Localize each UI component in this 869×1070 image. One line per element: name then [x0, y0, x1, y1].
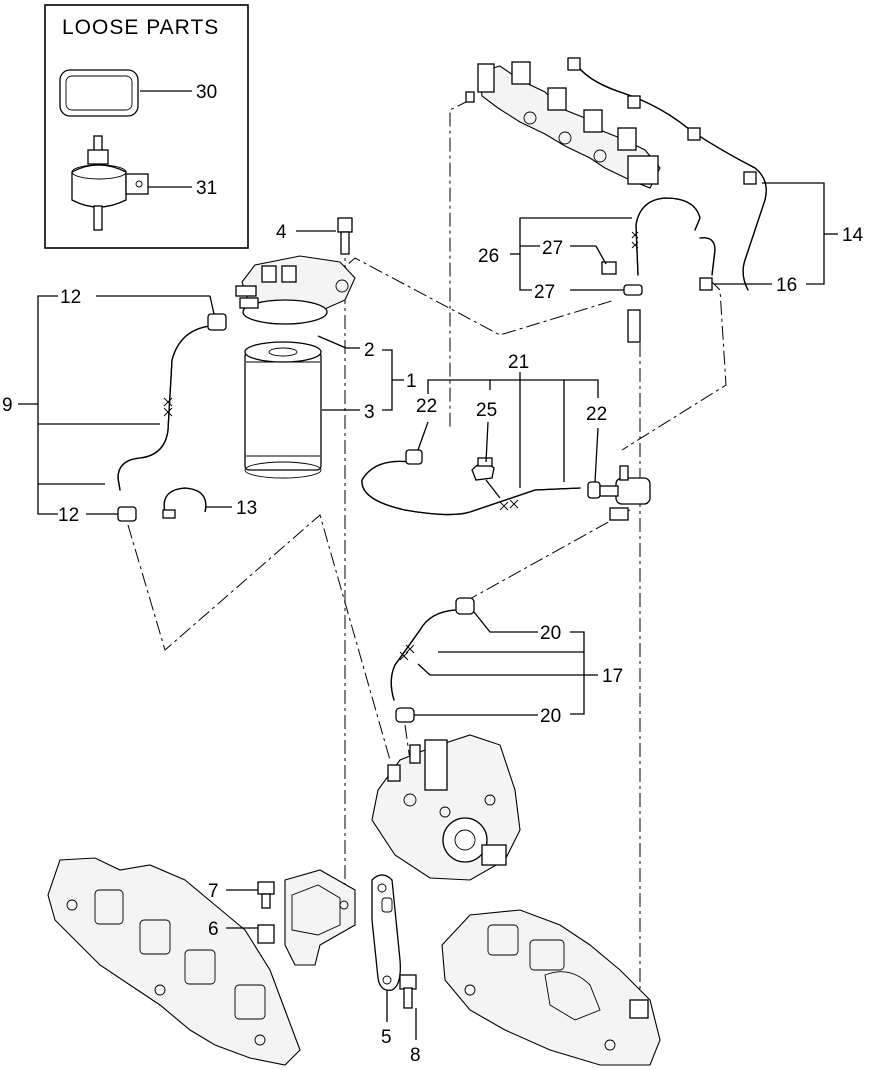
clip-27-upper: [601, 261, 617, 275]
t-connector: [599, 465, 651, 521]
hose-26: [601, 197, 716, 343]
clip-27-lower: [623, 284, 643, 296]
callout-30: 30: [196, 82, 217, 103]
callout-31: 31: [196, 178, 217, 199]
assembly-centerlines: [127, 99, 727, 1005]
hose-21: [361, 449, 651, 521]
clip-20-upper: [455, 597, 475, 615]
loose-parts-title: LOOSE PARTS: [62, 16, 219, 39]
clip-22-left: [405, 449, 423, 465]
callout-26: 26: [478, 246, 499, 267]
callout-22-right: 22: [586, 404, 607, 425]
callout-12-upper: 12: [60, 287, 81, 308]
callout-27-lower: 27: [534, 282, 555, 303]
clip-12-upper: [207, 313, 227, 331]
clip-20-lower: [395, 707, 415, 723]
clip-16: [699, 277, 713, 291]
engine-block-right: [441, 909, 661, 1066]
bolt-4: [337, 217, 353, 233]
callout-20-lower: 20: [540, 706, 561, 727]
callout-1: 1: [406, 371, 417, 392]
fitting-25: [471, 457, 495, 481]
high-pressure-pump: [371, 734, 521, 881]
bolt-8: [399, 974, 417, 990]
callout-3: 3: [364, 402, 375, 423]
callout-21: 21: [508, 352, 529, 373]
callout-7: 7: [208, 881, 219, 902]
callout-12-lower: 12: [58, 505, 79, 526]
bracket-6: [257, 869, 356, 966]
clamp-13: [162, 509, 176, 519]
fuel-filter-assembly: [235, 217, 356, 479]
bolt-7: [257, 881, 275, 895]
callout-5: 5: [381, 1027, 392, 1048]
callout-16: 16: [776, 275, 797, 296]
callout-6: 6: [208, 919, 219, 940]
callout-20-upper: 20: [540, 623, 561, 644]
callout-4: 4: [276, 222, 287, 243]
bracket-5: [371, 874, 417, 1009]
engine-manifold-left: [47, 857, 301, 1066]
callout-2: 2: [364, 340, 375, 361]
leader-lines: [18, 182, 838, 1040]
callout-14: 14: [842, 225, 864, 246]
callout-labels: 4 12 9 12 13 2 1 3 21 22 22 25 26 27 27 …: [2, 222, 864, 1066]
clip-12-lower: [117, 506, 137, 522]
callout-17: 17: [602, 666, 623, 687]
banjo-connector: [627, 309, 641, 343]
callout-22-left: 22: [416, 396, 437, 417]
hose-9: [117, 313, 227, 522]
callout-8: 8: [410, 1045, 421, 1066]
part-30-gasket: [59, 69, 139, 117]
part-31-inline-filter: [71, 135, 149, 231]
fuel-rail-assembly: [465, 57, 767, 291]
filter-cartridge-3: [244, 341, 322, 479]
callout-27-upper: 27: [542, 238, 563, 259]
callout-13: 13: [236, 498, 257, 519]
hose-17: [390, 597, 475, 723]
callout-9: 9: [2, 395, 13, 416]
callout-25: 25: [476, 400, 497, 421]
clip-22-right: [587, 481, 601, 499]
loose-parts-box: LOOSE PARTS 30 31: [44, 4, 249, 249]
